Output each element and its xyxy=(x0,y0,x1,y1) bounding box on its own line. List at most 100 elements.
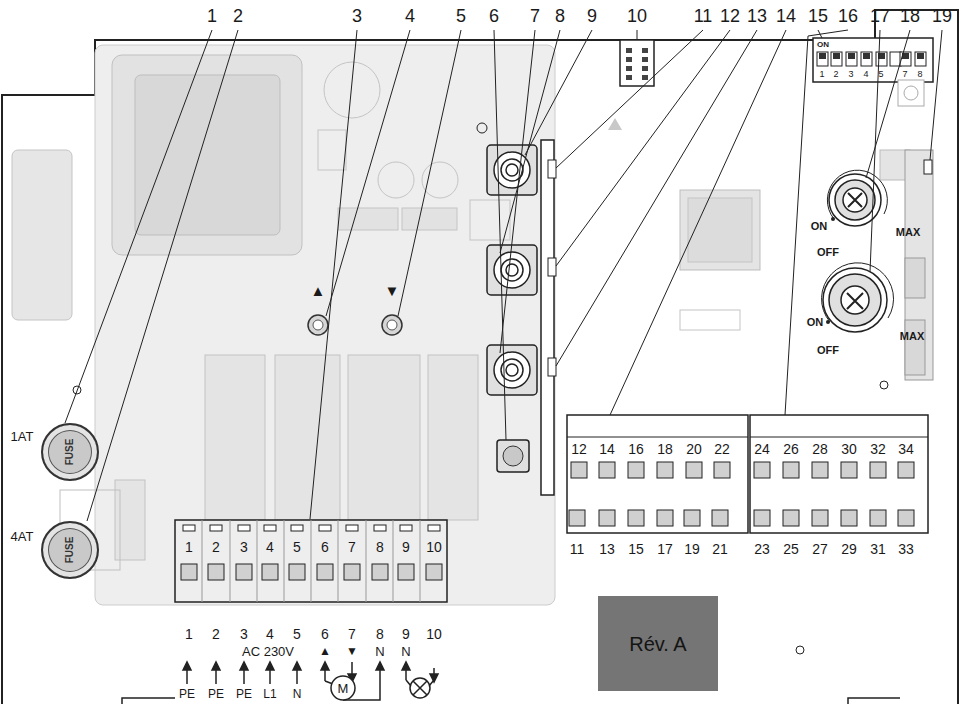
revision-box: Rév. A xyxy=(598,596,718,691)
pot-mark: OFF xyxy=(817,247,839,258)
terminal-number: 6 xyxy=(321,540,329,554)
terminal-number: 7 xyxy=(348,540,356,554)
dip-number: 4 xyxy=(863,70,868,79)
terminal-number: 8 xyxy=(376,627,384,641)
dip-number: 7 xyxy=(902,70,907,79)
callout-number: 4 xyxy=(405,7,415,25)
terminal-number: 26 xyxy=(783,442,799,456)
terminal-number: 33 xyxy=(898,542,914,556)
terminal-number: 9 xyxy=(402,627,410,641)
terminal-number: 6 xyxy=(321,627,329,641)
signal-name: N xyxy=(293,688,302,700)
callout-number: 5 xyxy=(456,7,466,25)
callout-number: 10 xyxy=(627,7,647,25)
terminal-number: 4 xyxy=(266,540,274,554)
pot-mark: OFF xyxy=(817,345,839,356)
terminal-number: 27 xyxy=(812,542,828,556)
signal-name: N xyxy=(375,645,384,658)
terminal-number: 22 xyxy=(714,442,730,456)
callout-number: 2 xyxy=(233,7,243,25)
signal-name: N xyxy=(401,645,410,658)
terminal-number: 5 xyxy=(293,540,301,554)
terminal-number: 32 xyxy=(870,442,886,456)
signal-name: PE xyxy=(208,688,224,700)
terminal-number: 20 xyxy=(686,442,702,456)
callout-number: 3 xyxy=(352,7,362,25)
callout-number: 9 xyxy=(587,7,597,25)
dip-mark: ON xyxy=(817,41,829,49)
direction-symbol: ▲ xyxy=(319,645,331,657)
terminal-number: 2 xyxy=(212,540,220,554)
led-symbol: ▼ xyxy=(385,283,400,298)
terminal-number: 1 xyxy=(185,627,193,641)
dip-number: 5 xyxy=(878,70,883,79)
fuse-cap: FUSE xyxy=(41,521,99,579)
callout-number: 15 xyxy=(808,7,828,25)
terminal-number: 31 xyxy=(870,542,886,556)
signal-name: PE xyxy=(236,688,252,700)
fuse-rating: 1AT xyxy=(11,430,34,443)
terminal-number: 3 xyxy=(240,540,248,554)
callout-number: 17 xyxy=(870,7,890,25)
terminal-number: 10 xyxy=(426,627,442,641)
terminal-number: 3 xyxy=(240,627,248,641)
terminal-number: 5 xyxy=(293,627,301,641)
terminal-number: 17 xyxy=(657,542,673,556)
terminal-number: 7 xyxy=(348,627,356,641)
callout-number: 11 xyxy=(694,7,713,25)
callout-number: 14 xyxy=(776,7,796,25)
terminal-number: 19 xyxy=(684,542,700,556)
terminal-number: 9 xyxy=(402,540,410,554)
terminal-number: 25 xyxy=(783,542,799,556)
signal-name: PE xyxy=(179,688,195,700)
dip-number: 1 xyxy=(819,70,824,79)
callout-number: 6 xyxy=(489,7,499,25)
dip-number: 3 xyxy=(848,70,853,79)
terminal-number: 13 xyxy=(599,542,615,556)
terminal-number: 23 xyxy=(754,542,770,556)
pot-mark: MAX xyxy=(900,331,924,342)
terminal-number: 8 xyxy=(376,540,384,554)
revision-label: Rév. A xyxy=(629,634,686,654)
terminal-number: 4 xyxy=(266,627,274,641)
fuse-label: FUSE xyxy=(65,439,75,466)
dip-number: 2 xyxy=(833,70,838,79)
terminal-number: 14 xyxy=(599,442,615,456)
terminal-number: 10 xyxy=(426,540,442,554)
callout-number: 13 xyxy=(747,7,767,25)
callout-number: 12 xyxy=(720,7,740,25)
terminal-number: 30 xyxy=(841,442,857,456)
motor-symbol: M xyxy=(338,682,349,695)
fuse-label: FUSE xyxy=(65,537,75,564)
terminal-number: 11 xyxy=(570,542,585,556)
callout-number: 1 xyxy=(207,7,217,25)
terminal-number: 15 xyxy=(628,542,644,556)
pot-mark: ON xyxy=(811,221,828,232)
callout-number: 7 xyxy=(530,7,540,25)
terminal-number: 18 xyxy=(657,442,673,456)
terminal-number: 2 xyxy=(212,627,220,641)
supply-label: AC 230V xyxy=(242,645,294,658)
direction-symbol: ▼ xyxy=(346,645,358,657)
terminal-number: 28 xyxy=(812,442,828,456)
terminal-number: 34 xyxy=(898,442,914,456)
signal-name: L1 xyxy=(263,688,276,700)
pot-mark: ON xyxy=(807,317,824,328)
terminal-number: 29 xyxy=(841,542,857,556)
callout-number: 18 xyxy=(900,7,920,25)
terminal-number: 24 xyxy=(754,442,770,456)
pot-mark: MAX xyxy=(896,227,920,238)
terminal-number: 21 xyxy=(712,542,728,556)
callout-number: 16 xyxy=(838,7,858,25)
terminal-number: 16 xyxy=(628,442,644,456)
callout-number: 19 xyxy=(932,7,952,25)
led-symbol: ▲ xyxy=(311,283,326,298)
terminal-number: 1 xyxy=(185,540,193,554)
fuse-cap: FUSE xyxy=(41,423,99,481)
dip-number: 8 xyxy=(917,70,922,79)
callout-number: 8 xyxy=(555,7,565,25)
fuse-rating: 4AT xyxy=(11,530,34,543)
terminal-number: 12 xyxy=(571,442,587,456)
